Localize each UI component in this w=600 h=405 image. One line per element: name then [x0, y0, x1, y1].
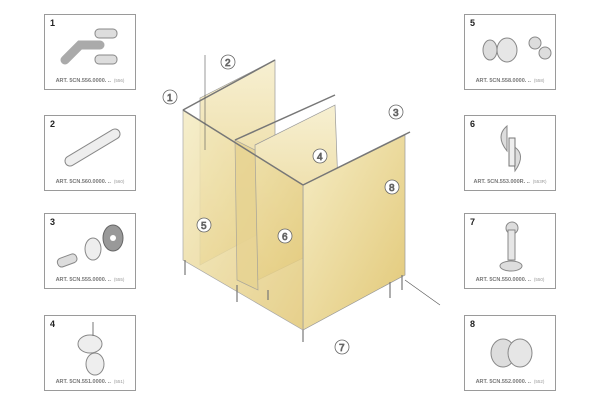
callout-6: 6: [277, 228, 293, 244]
rail-clamp-icon: [77, 322, 105, 376]
part-number: 6: [470, 119, 476, 129]
svg-text:7: 7: [339, 343, 345, 354]
callout-5: 5: [196, 217, 212, 233]
part-code: (550): [533, 277, 545, 282]
part-number: 5: [470, 18, 476, 28]
support-legs: [184, 260, 403, 342]
hinge-icon: [500, 124, 521, 173]
part-card-1: 1 ART. 5CN.556.0000. ..(556): [44, 14, 136, 90]
part-code: (560): [113, 179, 125, 184]
corner-connector-icon: [60, 28, 118, 65]
article-number: ART. 5CN.550.0000. ..: [475, 277, 531, 283]
part-code: (551): [113, 379, 125, 384]
article-number: ART. 5CN.560.0000. ..: [55, 179, 111, 185]
svg-text:8: 8: [389, 183, 395, 194]
svg-text:5: 5: [201, 221, 207, 232]
article-number: ART. 5CN.553.000R. ..: [473, 179, 530, 185]
part-card-2: 2 ART. 5CN.560.0000. ..(560): [44, 115, 136, 191]
svg-text:1: 1: [167, 93, 173, 104]
part-code: (553R): [532, 179, 547, 184]
article-number: ART. 5CN.552.0000. ..: [475, 379, 531, 385]
article-number: ART. 5CN.556.0000. ..: [55, 78, 111, 84]
callout-2: 2: [220, 54, 236, 70]
svg-text:2: 2: [225, 58, 231, 69]
svg-text:4: 4: [317, 152, 323, 163]
article-number: ART. 5CN.555.0000. ..: [55, 277, 111, 283]
svg-text:6: 6: [282, 232, 288, 243]
guide-lines: [204, 55, 441, 306]
front-panels: [182, 109, 304, 331]
part-number: 2: [50, 119, 56, 129]
svg-text:3: 3: [393, 108, 399, 119]
wall-flange-icon: [56, 224, 124, 268]
part-card-6: 6 ART. 5CN.553.000R. ..(553R): [464, 115, 556, 191]
top-rails: [182, 59, 411, 186]
part-code: (556): [113, 78, 125, 83]
article-number: ART. 5CN.558.0000. ..: [475, 78, 531, 84]
callout-1: 1: [162, 89, 178, 105]
part-card-4: 4 ART. 5CN.551.0000. ..(551): [44, 315, 136, 391]
lock-knob-icon: [482, 36, 552, 63]
callout-4: 4: [312, 148, 328, 164]
callout-7: 7: [334, 339, 350, 355]
part-card-3: 3 ART. 5CN.555.0000. ..(555): [44, 213, 136, 289]
tube-rail-icon: [64, 128, 121, 167]
callout-8: 8: [384, 179, 400, 195]
part-number: 8: [470, 319, 476, 329]
part-card-8: 8 ART. 5CN.552.0000. ..(552): [464, 315, 556, 391]
part-code: (552): [533, 379, 545, 384]
part-card-5: 5 ART. 5CN.558.0000. ..(558): [464, 14, 556, 90]
door-stop-icon: [490, 338, 533, 368]
part-card-7: 7 ART. 5CN.550.0000. ..(550): [464, 213, 556, 289]
article-number: ART. 5CN.551.0000. ..: [55, 379, 111, 385]
part-number: 4: [50, 319, 56, 329]
part-code: (558): [533, 78, 545, 83]
callout-3: 3: [388, 104, 404, 120]
part-code: (555): [113, 277, 125, 282]
part-number: 3: [50, 217, 56, 227]
part-number: 1: [50, 18, 56, 28]
callout-markers: 1 2 3 4 5 6 7 8: [162, 54, 404, 355]
support-leg-icon: [499, 221, 523, 272]
part-number: 7: [470, 217, 476, 227]
